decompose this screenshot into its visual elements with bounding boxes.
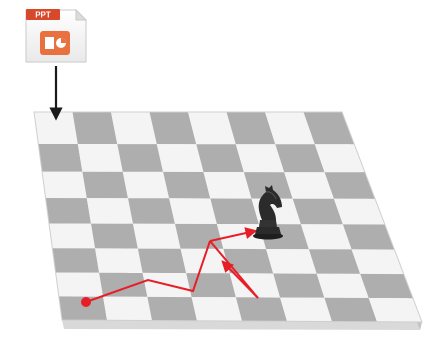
board-square-light bbox=[317, 274, 369, 298]
board-square-light bbox=[266, 249, 317, 274]
ppt-tag-label: PPT bbox=[35, 11, 51, 20]
board-square-dark bbox=[117, 144, 163, 172]
board-square-dark bbox=[163, 172, 210, 199]
board-square-dark bbox=[186, 273, 236, 297]
board-square-dark bbox=[91, 224, 138, 249]
board-square-dark bbox=[309, 249, 360, 274]
board-square-dark bbox=[210, 199, 259, 225]
board-square-light bbox=[56, 273, 104, 297]
board-square-dark bbox=[138, 249, 186, 274]
board-square-light bbox=[103, 297, 152, 321]
board-square-dark bbox=[273, 274, 324, 298]
board-square-dark bbox=[52, 248, 99, 272]
board-square-light bbox=[301, 224, 352, 249]
board-square-dark bbox=[46, 198, 91, 224]
board-square-dark bbox=[38, 144, 82, 172]
board-squares bbox=[34, 112, 422, 322]
board-square-light bbox=[204, 172, 252, 199]
board-square-light bbox=[169, 198, 217, 224]
board-square-light bbox=[49, 224, 95, 249]
board-square-dark bbox=[147, 297, 197, 321]
board-square-dark bbox=[128, 198, 175, 224]
ppt-file-icon: PPT bbox=[26, 9, 86, 62]
board-square-light bbox=[95, 248, 143, 273]
board-square-dark bbox=[196, 144, 244, 172]
ppt-logo-square bbox=[45, 37, 54, 49]
board-square-light bbox=[111, 112, 157, 144]
board-square-light bbox=[280, 298, 332, 322]
board-square-light bbox=[42, 172, 87, 198]
board-square-dark bbox=[324, 298, 377, 322]
board-square-light bbox=[87, 198, 133, 224]
board-square-dark bbox=[82, 172, 128, 198]
board-square-dark bbox=[99, 273, 147, 297]
board-square-light bbox=[123, 172, 169, 198]
board-square-light bbox=[133, 224, 181, 249]
board-square-light bbox=[157, 144, 204, 172]
board-square-dark bbox=[73, 112, 118, 144]
board-square-light bbox=[192, 297, 242, 321]
board-square-light bbox=[78, 144, 123, 172]
chess-board bbox=[34, 112, 422, 330]
board-square-dark bbox=[175, 224, 223, 249]
board-square-dark bbox=[236, 297, 287, 321]
